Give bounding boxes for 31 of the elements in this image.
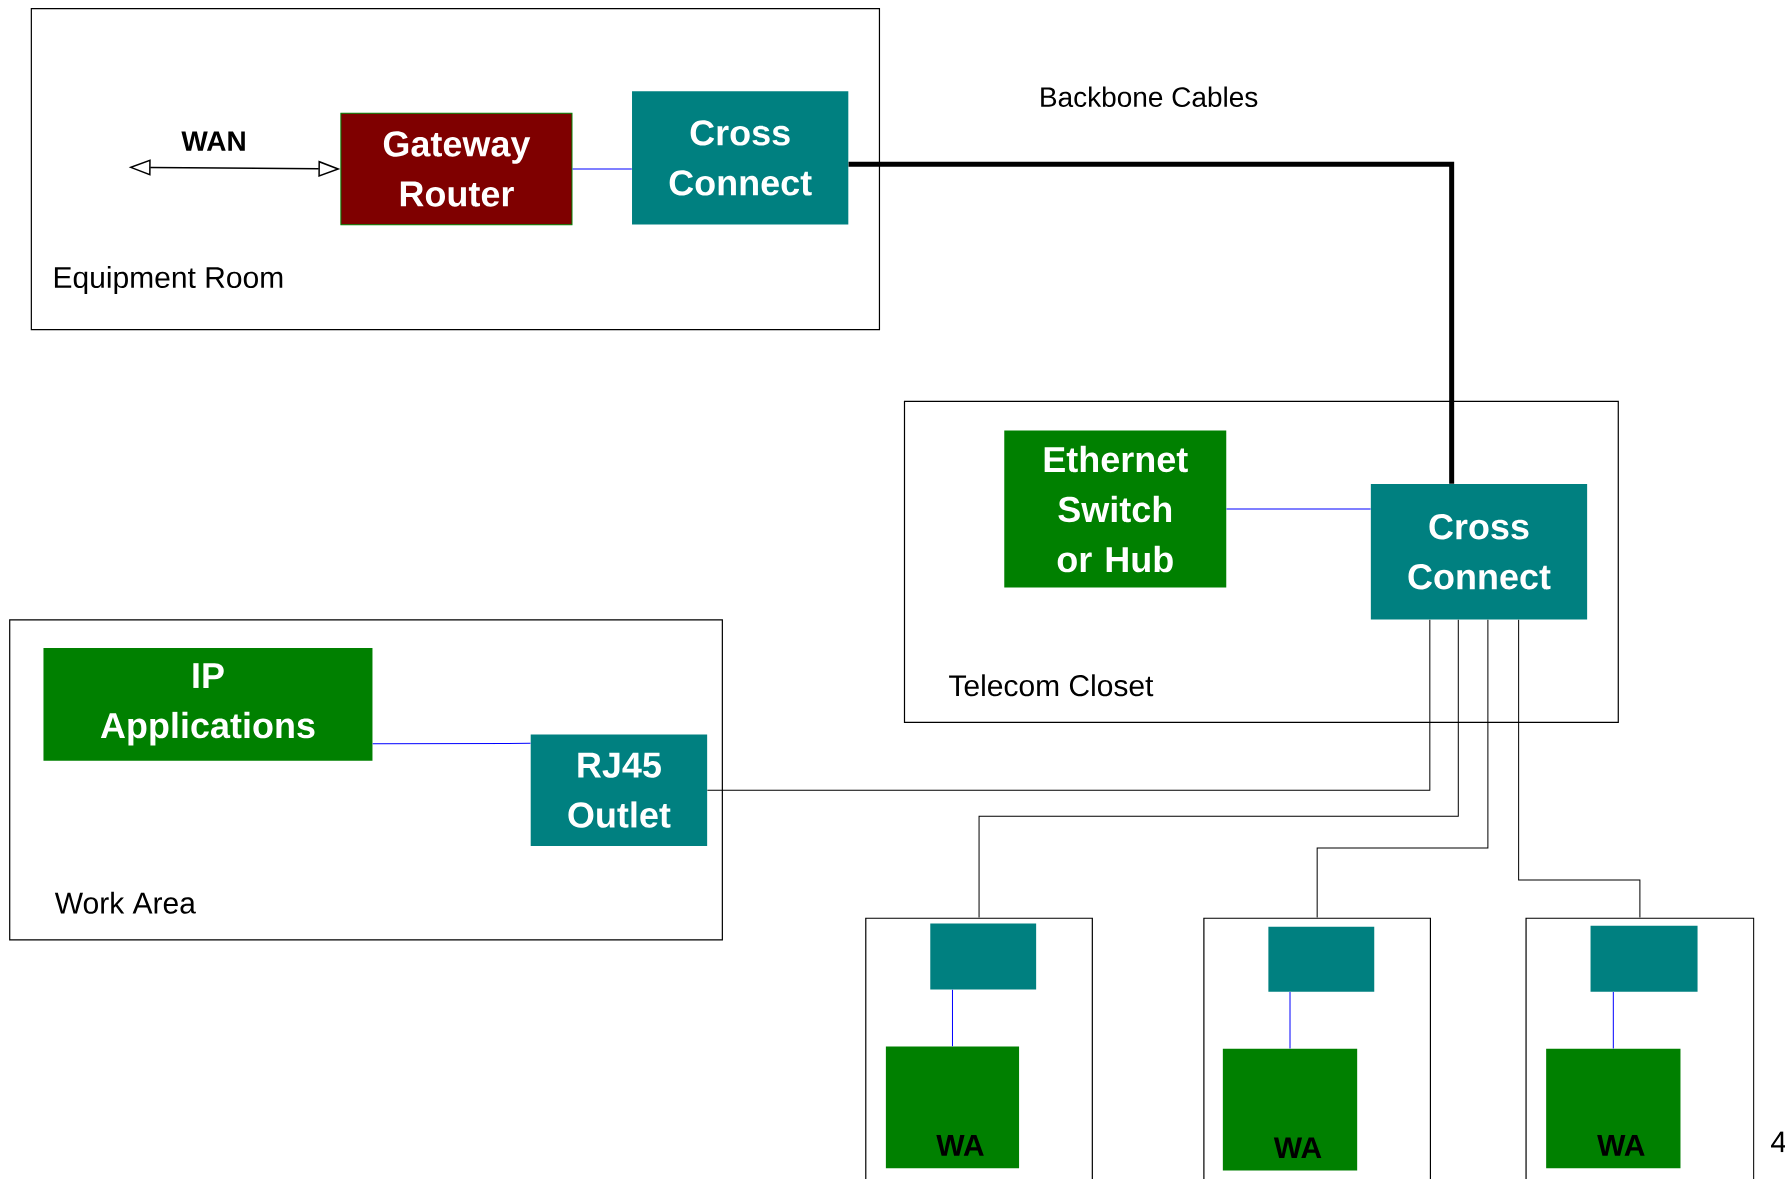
device-box: IP Applications xyxy=(43,647,373,761)
connector-line xyxy=(1612,991,1614,1049)
edge-label: WAN xyxy=(181,131,245,151)
connector-line xyxy=(1316,619,1489,918)
room-label: Equipment Room xyxy=(54,265,283,294)
connector-line xyxy=(1289,991,1291,1049)
outlet-box xyxy=(1268,926,1375,992)
room-label: Work Area xyxy=(54,891,196,914)
connector-line xyxy=(952,989,953,1047)
connector-line xyxy=(1225,508,1372,510)
connector-line xyxy=(572,168,633,170)
device-box: Cross Connect xyxy=(1370,483,1588,620)
edge-label: Backbone Cables xyxy=(1041,86,1258,107)
device-box: Ethernet Switch or Hub xyxy=(1004,430,1227,588)
area-box xyxy=(1203,917,1432,1179)
device-box: Gateway Router xyxy=(340,112,573,226)
device-box: Cross Connect xyxy=(632,91,849,225)
connector-line xyxy=(1518,619,1641,918)
connector-line xyxy=(848,161,1455,484)
outlet-box xyxy=(930,923,1037,990)
outlet-box xyxy=(1590,925,1698,992)
connector-line xyxy=(372,742,531,745)
connector-line xyxy=(978,619,1459,918)
device-box: WA xyxy=(1546,1048,1681,1168)
device-box: RJ45 Outlet xyxy=(530,734,708,846)
device-box: WA xyxy=(1222,1048,1358,1171)
area-box xyxy=(865,917,1093,1179)
connector-line xyxy=(706,619,1431,791)
room-label: Telecom Closet xyxy=(949,674,1154,697)
device-box: WA xyxy=(885,1046,1020,1168)
area-box xyxy=(1525,917,1755,1179)
